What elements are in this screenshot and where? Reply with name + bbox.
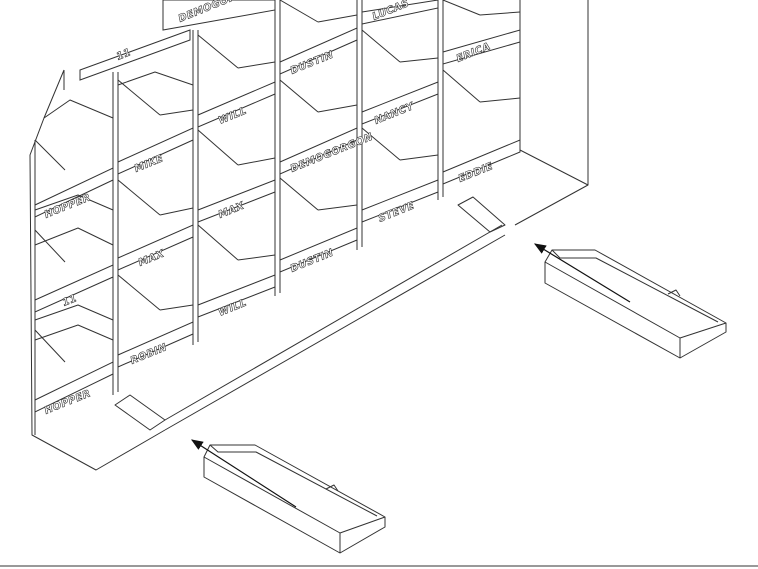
shelf-rails	[34, 0, 521, 413]
base-slots	[114, 196, 506, 431]
left-base-slot	[114, 394, 166, 431]
insert-arrow-right	[533, 243, 631, 303]
tray-left	[203, 444, 386, 554]
tray-right	[544, 249, 727, 359]
cabinet-frame	[29, 0, 589, 471]
cubby-interiors	[34, 0, 521, 363]
insert-arrow-left	[190, 439, 297, 508]
right-base-slot	[457, 196, 506, 233]
